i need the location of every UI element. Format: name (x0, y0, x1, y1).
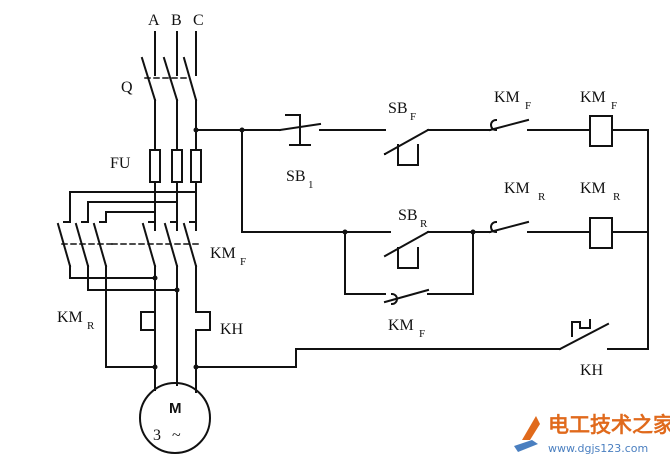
watermark-logo-icon (514, 416, 540, 452)
sb1-label: SB (286, 168, 306, 185)
phase-b-label: B (171, 12, 182, 29)
kmr-contact-sub: R (538, 191, 546, 203)
km-r-main-contacts (56, 221, 178, 368)
kmf-contact-label: KM (494, 89, 520, 106)
control-reverse (344, 217, 649, 306)
thermal-relay-kh (140, 311, 561, 383)
watermark-url: www.dgjs123.com (548, 442, 648, 455)
breaker-q (140, 56, 198, 151)
km-r-main-label: KM (57, 309, 83, 326)
watermark: 电工技术之家 www.dgjs123.com (514, 413, 670, 455)
sb1-sub: 1 (308, 179, 314, 191)
kmf-contact-sub: F (525, 100, 531, 112)
sbf-sub: F (410, 111, 416, 123)
motor-phase-count: 3 (153, 427, 161, 444)
phase-a-label: A (148, 12, 160, 29)
kmf-coil-label: KM (580, 89, 606, 106)
junction-dots (152, 127, 476, 370)
phase-lines (154, 31, 197, 76)
fuses-fu (149, 149, 202, 231)
phase-c-label: C (193, 12, 204, 29)
kmf-hold-sub: F (419, 328, 425, 340)
kh-main-label: KH (220, 321, 244, 338)
km-f-main-sub: F (240, 256, 246, 268)
motor-ac-symbol: ~ (172, 427, 181, 444)
sbr-sub: R (420, 218, 428, 230)
control-forward (278, 114, 649, 166)
kmf-coil-sub: F (611, 100, 617, 112)
watermark-title: 电工技术之家 (548, 413, 670, 437)
km-f-main-label: KM (210, 245, 236, 262)
sbr-label: SB (398, 207, 418, 224)
km-r-main-sub: R (87, 320, 95, 332)
reverse-taps (69, 191, 197, 223)
motor-symbol: M (169, 400, 182, 417)
sbf-label: SB (388, 100, 408, 117)
kmr-coil-sub: R (613, 191, 621, 203)
km-f-main-contacts (111, 221, 201, 383)
fuse-label: FU (110, 155, 131, 172)
control-right-bus (558, 129, 649, 351)
motor (139, 366, 211, 454)
kmf-hold-label: KM (388, 317, 414, 334)
breaker-label: Q (121, 79, 133, 96)
kmr-coil-label: KM (580, 180, 606, 197)
kmr-contact-label: KM (504, 180, 530, 197)
kh-contact-label: KH (580, 362, 604, 379)
